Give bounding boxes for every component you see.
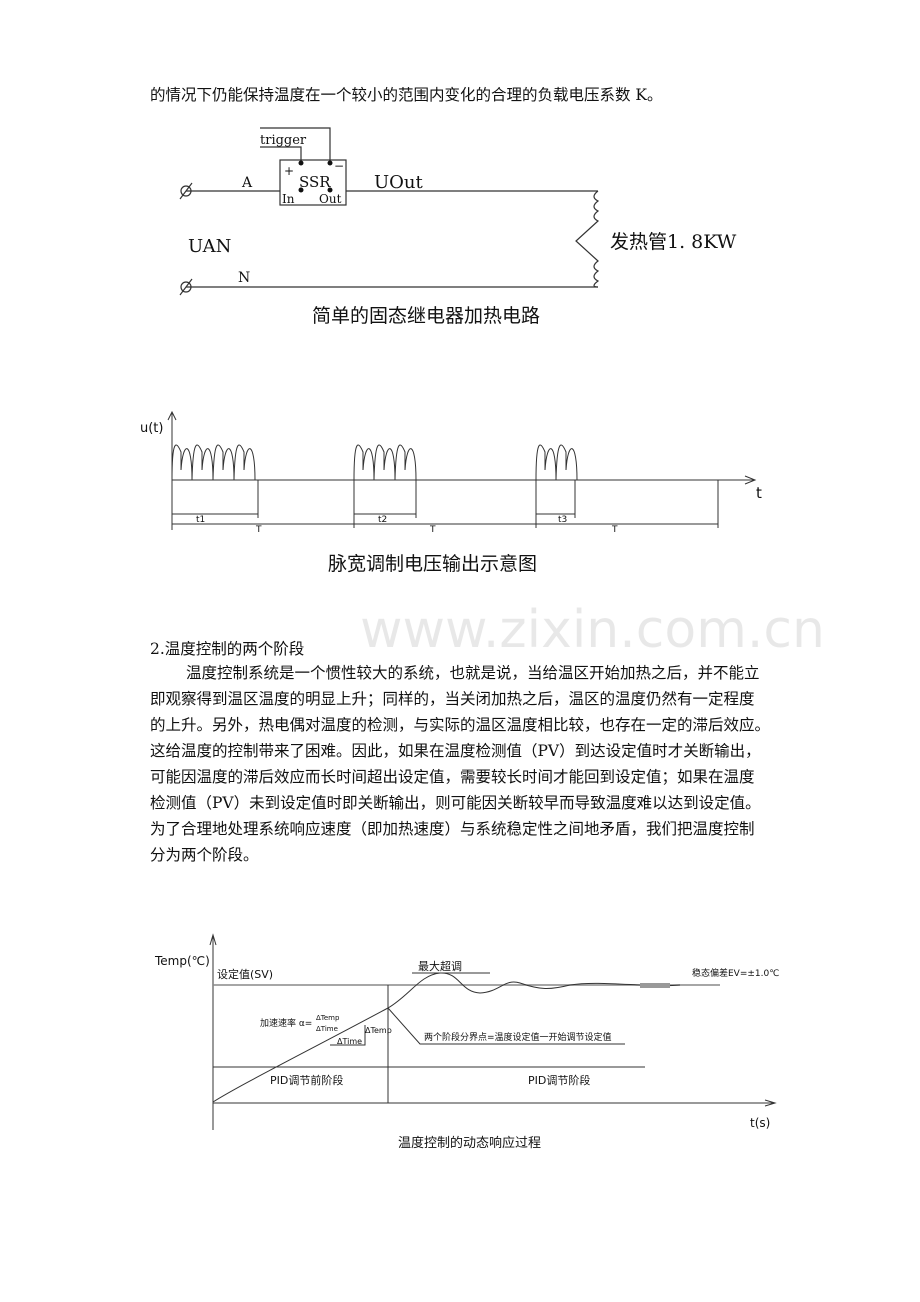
- period-label-3: T: [611, 525, 618, 535]
- dtime-label: ΔTime: [337, 1037, 362, 1046]
- trigger-label: trigger: [260, 133, 307, 148]
- setpoint-label: 设定值(SV): [217, 967, 273, 981]
- uan-label: UAN: [188, 236, 231, 257]
- temp-axis-label: Temp(℃): [154, 954, 210, 968]
- circuit-caption: 简单的固态继电器加热电路: [312, 305, 540, 327]
- paragraph-line: 即观察得到温区温度的明显上升；同样的，当关闭加热之后，温区的温度仍然有一定程度: [150, 690, 755, 708]
- in-label: In: [282, 192, 295, 206]
- paragraph-line: 的上升。另外，热电偶对温度的检测，与实际的温区温度相比较，也存在一定的滞后效应。: [150, 716, 771, 734]
- response-caption: 温度控制的动态响应过程: [398, 1135, 541, 1151]
- paragraph-line: 分为两个阶段。: [150, 846, 259, 864]
- paragraph-line: 这给温度的控制带来了困难。因此，如果在温度检测值（PV）到达设定值时才关断输出，: [150, 742, 761, 760]
- period-label-1: T: [255, 525, 262, 535]
- response-diagram: [209, 933, 777, 1130]
- time-axis-label: t(s): [750, 1116, 770, 1130]
- ssr-label: SSR: [299, 173, 331, 191]
- steady-error-label: 稳态偏差EV=±1.0℃: [692, 967, 779, 979]
- watermark: www.zixin.com.cn: [360, 600, 825, 660]
- phase2-label: PID调节阶段: [528, 1073, 590, 1087]
- rate-numerator: ΔTemp: [316, 1014, 340, 1022]
- intro-text: 的情况下仍能保持温度在一个较小的范围内变化的合理的负载电压系数 K。: [150, 86, 663, 104]
- paragraph-line: 检测值（PV）未到设定值时即关断输出，则可能因关断较早而导致温度难以达到设定值。: [150, 794, 761, 812]
- out-label: Out: [319, 192, 342, 206]
- t1-label: t1: [196, 515, 205, 525]
- pwm-x-label: t: [756, 484, 762, 502]
- heater-label: 发热管1. 8KW: [610, 231, 737, 253]
- period-label-2: T: [429, 525, 436, 535]
- plus-label: +: [284, 164, 294, 178]
- rate-denominator: ΔTime: [316, 1025, 338, 1033]
- section-heading: 2.温度控制的两个阶段: [150, 640, 305, 658]
- paragraph-line: 为了合理地处理系统响应速度（即加热速度）与系统稳定性之间地矛盾，我们把温度控制: [150, 820, 755, 838]
- boundary-label: 两个阶段分界点=温度设定值一开始调节设定值: [424, 1031, 612, 1043]
- ssr-circuit-diagram: [179, 127, 600, 296]
- a-label: A: [241, 175, 253, 191]
- overshoot-label: 最大超调: [418, 959, 462, 973]
- t3-label: t3: [558, 515, 567, 525]
- pwm-caption: 脉宽调制电压输出示意图: [328, 553, 537, 575]
- pwm-y-label: u(t): [140, 421, 163, 436]
- dtemp-label: ΔTemp: [365, 1026, 392, 1035]
- pwm-diagram: [167, 410, 757, 530]
- paragraph-line: 可能因温度的滞后效应而长时间超出设定值，需要较长时间才能回到设定值；如果在温度: [150, 768, 755, 786]
- paragraph-line: 温度控制系统是一个惯性较大的系统，也就是说，当给温区开始加热之后，并不能立: [186, 664, 760, 682]
- uout-label: UOut: [374, 172, 424, 193]
- t2-label: t2: [378, 515, 387, 525]
- n-label: N: [238, 270, 250, 286]
- minus-label: −: [334, 159, 344, 173]
- phase1-label: PID调节前阶段: [270, 1073, 343, 1087]
- rate-label: 加速速率 α=: [260, 1017, 312, 1029]
